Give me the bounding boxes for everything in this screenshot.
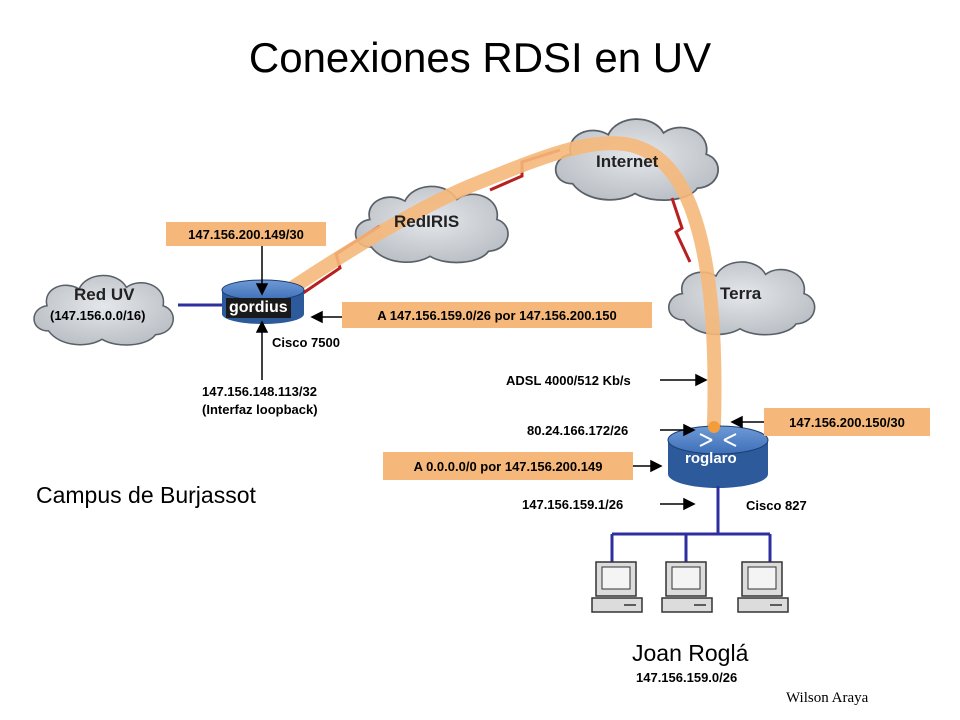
roglaro-route-box: A 0.0.0.0/0 por 147.156.200.149 [383, 452, 633, 480]
page-title: Conexiones RDSI en UV [248, 34, 712, 81]
gordius-router-name: gordius [226, 298, 291, 318]
roglaro-lan-ip: 147.156.159.1/26 [522, 497, 624, 512]
workstation-icon-3 [737, 561, 789, 613]
roglaro-router-icon [667, 425, 769, 488]
site-label: Joan Roglá [632, 640, 749, 666]
loopback-desc: (Interfaz loopback) [202, 402, 318, 417]
roglaro-ip-box: 147.156.200.150/30 [764, 408, 930, 436]
gordius-model: Cisco 7500 [272, 335, 340, 350]
terra-label: Terra [720, 284, 762, 303]
gordius-route-box: A 147.156.159.0/26 por 147.156.200.150 [342, 302, 652, 328]
gordius-ip-box: 147.156.200.149/30 [166, 222, 326, 246]
campus-label: Campus de Burjassot [36, 482, 256, 508]
annotation-arrows [255, 245, 764, 511]
author-label: Wilson Araya [786, 690, 869, 706]
site-network: 147.156.159.0/26 [636, 670, 738, 685]
roglaro-wan-ip: 80.24.166.172/26 [527, 423, 629, 438]
rediris-label: RedIRIS [394, 212, 460, 231]
workstation-icon-2 [661, 561, 713, 613]
reduv-label: Red UV [74, 285, 135, 304]
loopback-ip: 147.156.148.113/32 [202, 384, 317, 399]
reduv-network: (147.156.0.0/16) [50, 308, 146, 323]
internet-label: Internet [596, 152, 659, 171]
tunnel-path [255, 136, 722, 432]
workstation-icon-1 [591, 561, 643, 613]
roglaro-router-name: roglaro [685, 450, 737, 467]
adsl-label: ADSL 4000/512 Kb/s [506, 373, 631, 388]
roglaro-tunnel-endpoint [708, 421, 720, 433]
roglaro-model: Cisco 827 [746, 498, 807, 513]
